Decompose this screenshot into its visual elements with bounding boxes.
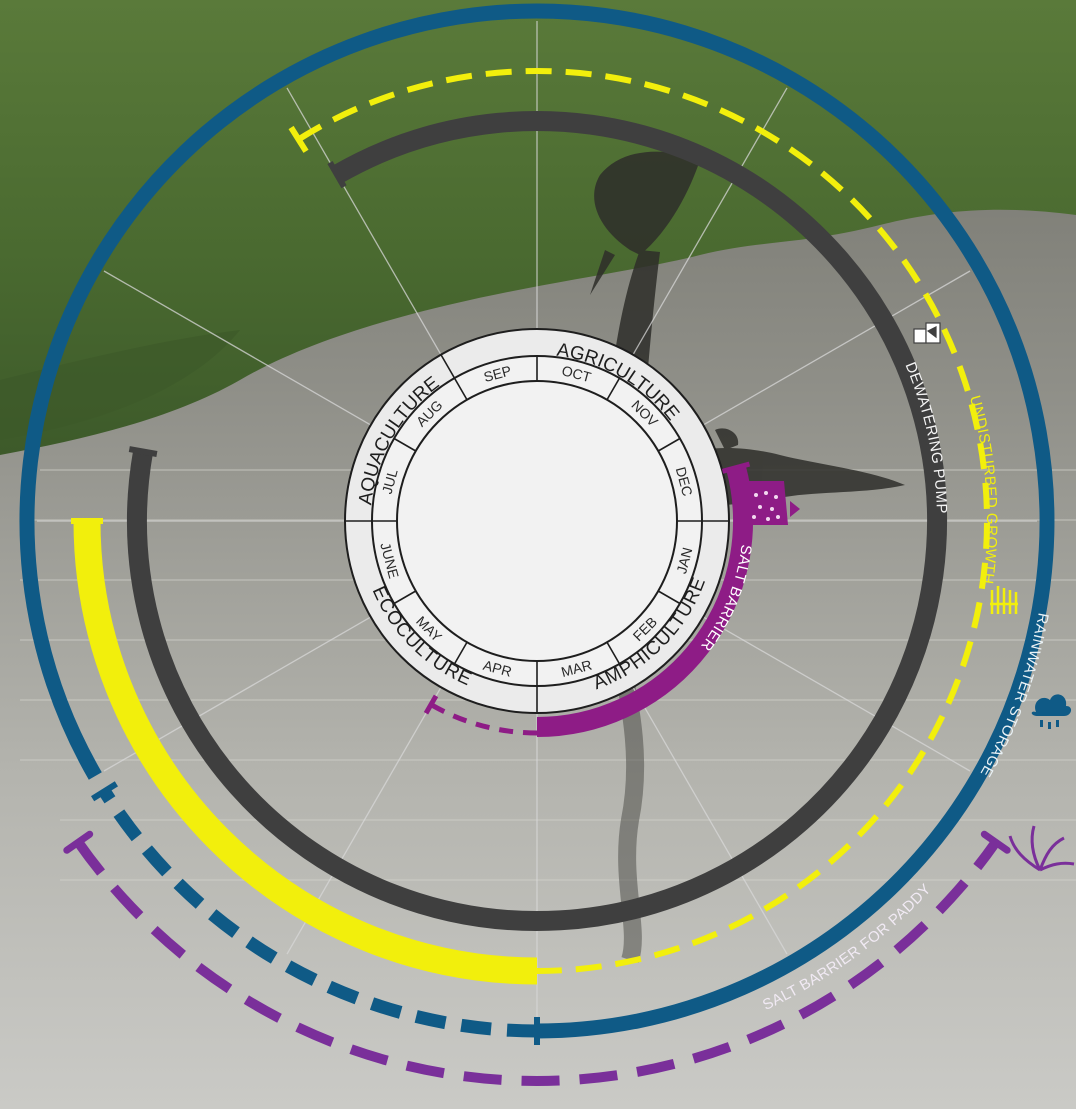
season-divider: [440, 354, 456, 379]
salt-barrier-for-paddy-end-marker: [980, 830, 1011, 854]
salt-barrier-start-marker: [721, 461, 751, 474]
month-label: MAR: [559, 657, 593, 681]
pump-icon: [913, 322, 941, 344]
undisturbed-growth-start-marker: [288, 125, 309, 153]
month-divider: [453, 641, 468, 665]
paddy-plant-icon: [1008, 825, 1075, 872]
salt-barrier-for-paddy-start-marker: [63, 830, 94, 854]
month-label: JAN: [673, 546, 695, 576]
rainwater-storage-dashed-arc: [98, 787, 538, 1038]
month-label: APR: [482, 657, 514, 680]
month-label: SEP: [482, 362, 513, 385]
month-label: DEC: [673, 465, 696, 498]
rainwater-storage-label: RAINWATER STORAGE: [977, 612, 1052, 780]
month-divider: [606, 377, 621, 401]
salt-barrier-for-paddy-dashed-arc: [74, 839, 1000, 1086]
reeds-icon: [990, 586, 1018, 614]
salt-crystal-icon: [744, 481, 800, 525]
rain-cloud-icon: [1031, 694, 1072, 729]
undisturbed-growth-label: UNDISTURBED GROWTH: [966, 394, 1000, 585]
salt-barrier-for-paddy-label: SALT BARRIER FOR PADDY: [760, 881, 935, 1014]
salt-barrier-dashed-arc: [429, 702, 538, 736]
dewatering-pump-start-marker: [327, 160, 347, 189]
rainwater-storage-solid-arc: [19, 3, 1055, 1039]
month-divider: [453, 377, 468, 401]
month-divider: [393, 437, 417, 452]
dewatering-pump-solid-arc: [127, 111, 947, 931]
month-divider: [657, 437, 681, 452]
month-divider: [657, 590, 681, 605]
month-dividers: [372, 356, 702, 686]
month-label: OCT: [560, 362, 593, 385]
salt-barrier-solid-arc: [536, 465, 753, 737]
month-divider: [393, 590, 417, 605]
undisturbed-growth-solid-arc: [73, 520, 538, 985]
salt-barrier-end-marker: [423, 694, 439, 715]
dewatering-pump-label: DEWATERING PUMP: [902, 360, 950, 514]
dewatering-pump-end-marker: [128, 446, 158, 457]
month-label: JUL: [379, 467, 401, 495]
rainwater-storage-end-marker: [91, 781, 118, 802]
month-divider: [606, 641, 621, 665]
season-dividers: [345, 354, 729, 713]
undisturbed-growth-dashed-arc: [296, 68, 990, 974]
